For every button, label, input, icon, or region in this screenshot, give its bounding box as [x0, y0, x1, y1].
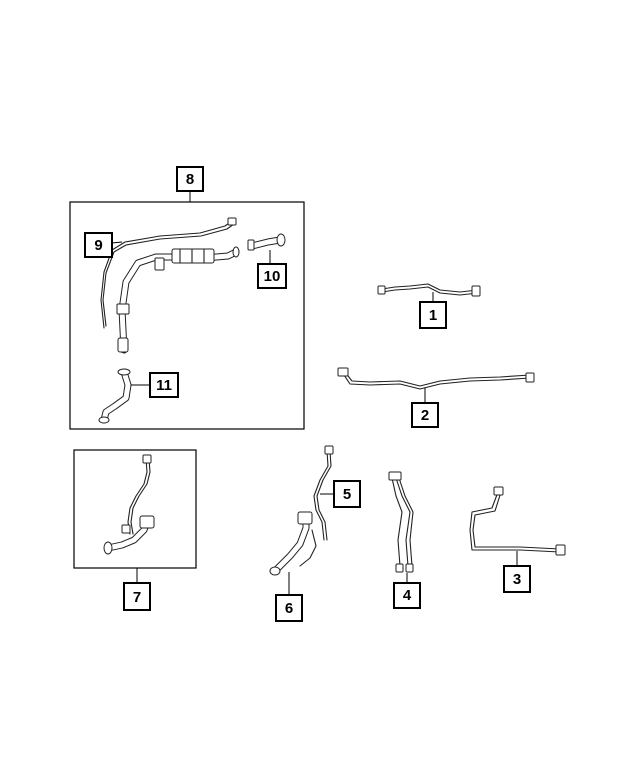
part-3-line [469, 486, 566, 566]
callout-10-label: 10 [264, 268, 281, 285]
part-11-hose [98, 368, 150, 424]
callout-8-label: 8 [186, 171, 194, 188]
part-4-line [388, 471, 414, 583]
callout-5: 5 [333, 480, 361, 508]
callout-6: 6 [275, 594, 303, 622]
callout-1-label: 1 [429, 307, 437, 324]
callout-4: 4 [393, 582, 421, 609]
callout-8: 8 [176, 166, 204, 192]
part-2-line [337, 367, 535, 403]
part-1-line [377, 283, 481, 302]
callout-7-label: 7 [133, 589, 141, 606]
callout-7: 7 [123, 582, 151, 611]
callout-11: 11 [149, 372, 179, 398]
callout-4-label: 4 [403, 587, 412, 604]
part-5-line [313, 445, 334, 541]
part-8-filler-tube [116, 246, 240, 354]
callout-6-label: 6 [285, 600, 293, 617]
callout-2-label: 2 [421, 407, 429, 424]
part-6-filler-neck [269, 511, 317, 595]
callout-9-label: 9 [94, 237, 102, 254]
callout-1: 1 [419, 301, 447, 329]
assembly-7-frame [73, 449, 197, 569]
assembly-8-group [69, 191, 305, 430]
callout-5-label: 5 [343, 486, 351, 503]
callout-9: 9 [84, 232, 113, 258]
part-10-hose [247, 233, 286, 264]
assembly-8-frame [69, 201, 305, 430]
callout-2: 2 [411, 402, 439, 428]
callout-3-label: 3 [513, 571, 521, 588]
callout-3: 3 [503, 565, 531, 593]
callout-10: 10 [257, 263, 287, 289]
part-9-vent-tube [100, 217, 237, 329]
callout-11-label: 11 [156, 377, 172, 394]
assembly-7-group [73, 449, 197, 583]
